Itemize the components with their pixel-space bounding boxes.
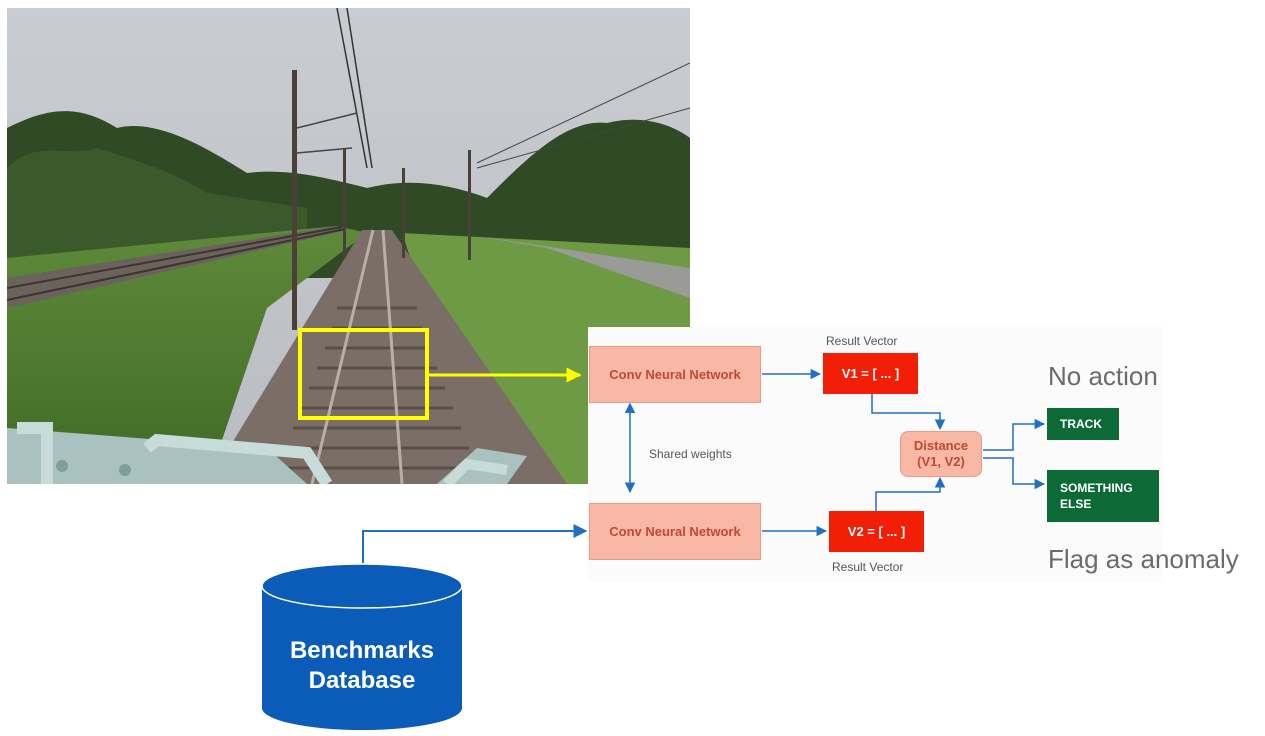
something-else-output-box: SOMETHING ELSE [1047, 470, 1159, 522]
something-else-line1: SOMETHING [1060, 481, 1133, 495]
database-line1: Benchmarks [289, 637, 435, 664]
distance-line2: (V1, V2) [917, 454, 965, 469]
shared-weights-label: Shared weights [649, 447, 732, 461]
database-label: Benchmarks Database [262, 636, 462, 696]
database-line2: Database [308, 667, 416, 694]
something-else-line2: ELSE [1060, 497, 1092, 511]
database-cylinder [261, 563, 463, 730]
cnn-top-box: Conv Neural Network [589, 346, 761, 403]
railway-photo [7, 8, 690, 484]
no-action-label: No action [1048, 361, 1158, 391]
flag-anomaly-label: Flag as anomaly [1048, 544, 1239, 574]
distance-box: Distance (V1, V2) [900, 431, 982, 477]
result-vector-top-label: Result Vector [826, 334, 898, 348]
track-crop-highlight [298, 328, 429, 420]
v2-box: V2 = [ ... ] [829, 511, 924, 552]
result-vector-bottom-label: Result Vector [832, 560, 904, 574]
cnn-bottom-box: Conv Neural Network [589, 503, 761, 560]
track-output-box: TRACK [1047, 408, 1119, 440]
v1-box: V1 = [ ... ] [823, 353, 918, 394]
distance-line1: Distance [913, 438, 969, 453]
